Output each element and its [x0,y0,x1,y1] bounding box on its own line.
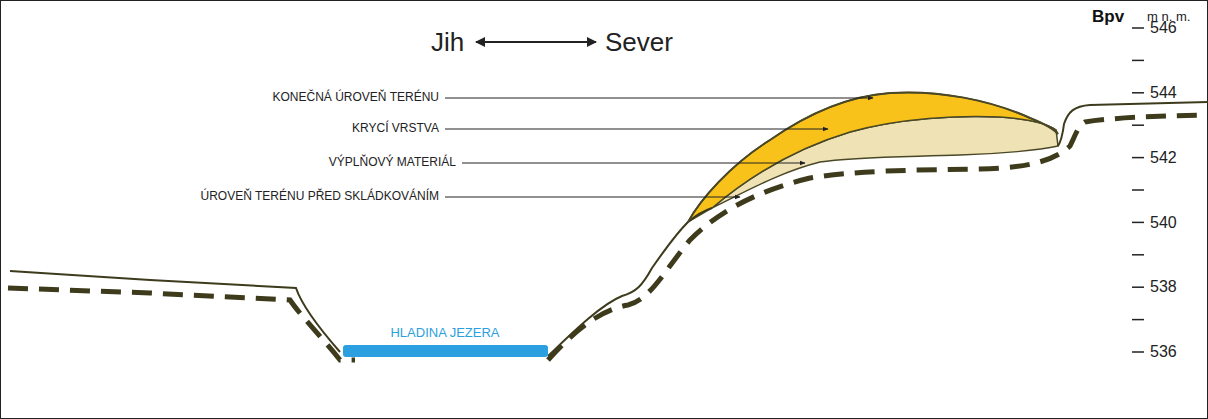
axis-value: 544 [1150,84,1177,102]
layer-label: KRYCÍ VRSTVA [352,122,439,135]
pre-dumping-terrain [8,115,1208,360]
direction-label: Sever [605,28,673,57]
direction-arrow [476,41,596,43]
leader-line [445,197,740,198]
axis-value: 546 [1150,19,1177,37]
datum-label: Bpv [1092,8,1124,27]
axis-ticks [1132,28,1144,352]
axis-value: 538 [1150,278,1177,296]
leader-line [445,129,828,130]
lake-label: HLADINA JEZERA [390,326,499,340]
axis-value: 536 [1150,343,1177,361]
axis-value: 540 [1150,214,1177,232]
leader-line [445,98,873,99]
layer-label: VÝPLŇOVÝ MATERIÁL [329,156,456,169]
axis-value: 542 [1150,149,1177,167]
ground-line [10,102,1208,356]
leader-line [462,163,805,164]
direction-label: Jih [431,28,464,57]
lake-surface [343,345,548,357]
layer-label: KONEČNÁ ÚROVEŇ TERÉNU [273,91,439,104]
layer-label: ÚROVEŇ TERÉNU PŘED SKLÁDKOVÁNÍM [201,190,440,203]
